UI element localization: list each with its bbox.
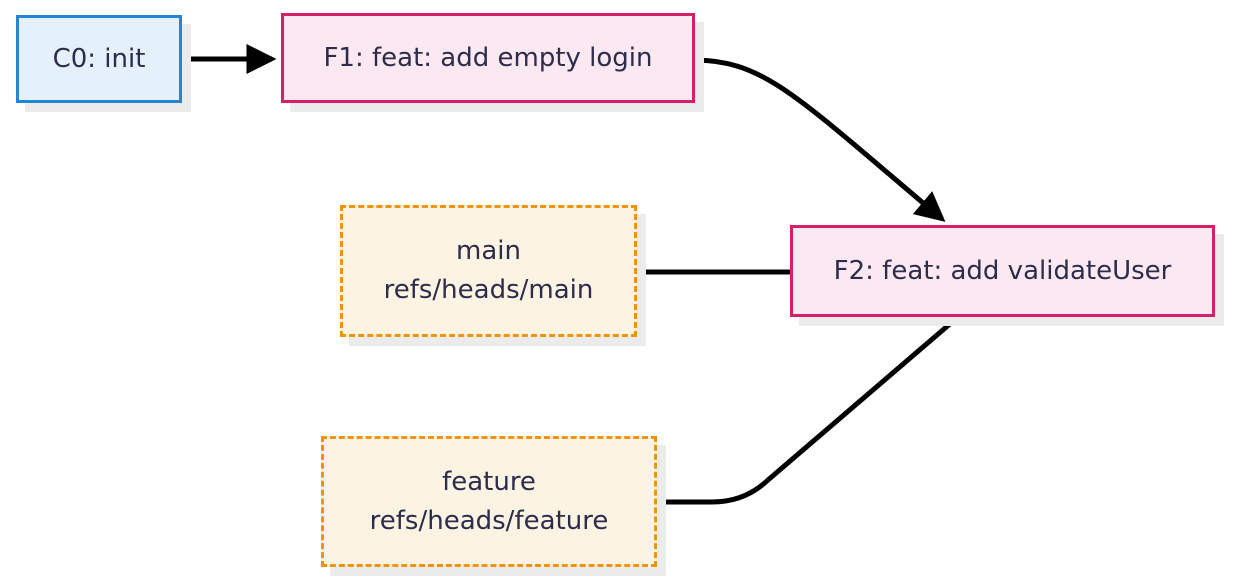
branch-node-feature-label: feature — [442, 466, 536, 497]
commit-node-f2: F2: feat: add validateUser — [790, 225, 1215, 317]
commit-node-f2-label: F2: feat: add validateUser — [833, 256, 1172, 286]
branch-node-main: main refs/heads/main — [340, 205, 637, 337]
edge-f1-to-f2 — [694, 57, 946, 222]
commit-node-c0: C0: init — [16, 15, 182, 103]
branch-node-feature-ref: refs/heads/feature — [369, 505, 609, 536]
branch-node-main-label: main — [456, 236, 521, 266]
edge-feature-to-f2 — [657, 315, 960, 505]
branch-node-main-ref: refs/heads/main — [383, 275, 594, 305]
branch-node-feature: feature refs/heads/feature — [321, 436, 657, 567]
commit-node-f1-label: F1: feat: add empty login — [323, 43, 653, 73]
commit-node-c0-label: C0: init — [52, 44, 146, 74]
commit-node-f1: F1: feat: add empty login — [281, 13, 695, 103]
